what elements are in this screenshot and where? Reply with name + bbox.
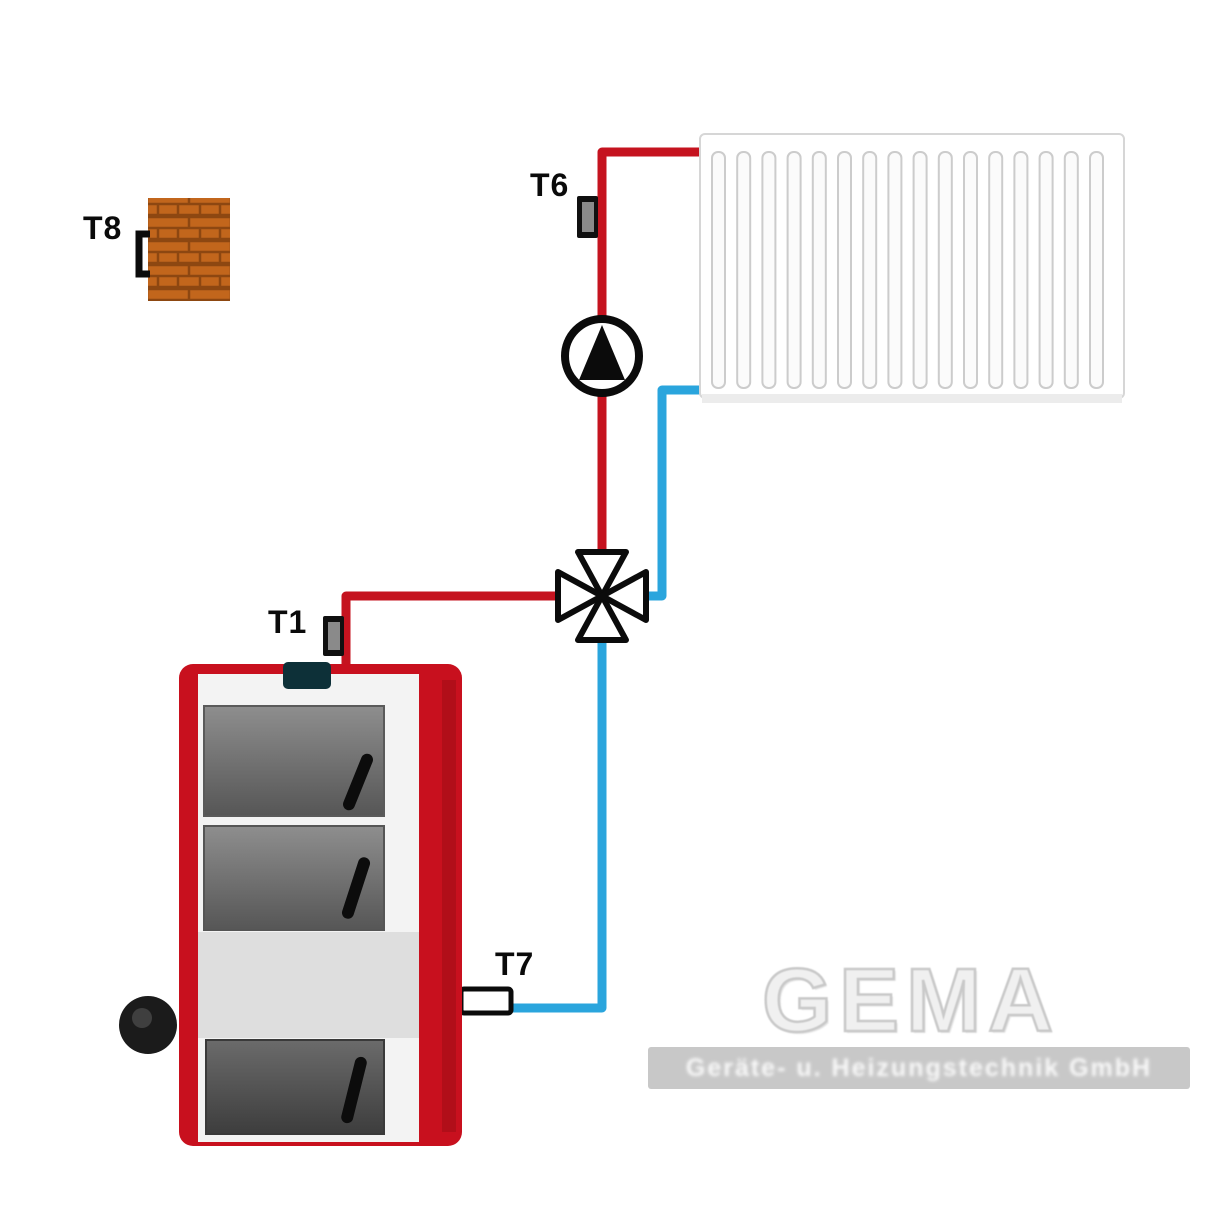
valve-port-right: [599, 569, 649, 623]
label-sensor-t6: T6: [530, 167, 570, 203]
sensor-t7-icon: [458, 986, 514, 1016]
radiator-fin: [937, 151, 953, 389]
watermark-subtitle-text: Geräte- u. Heizungstechnik GmbH: [685, 1053, 1153, 1082]
sensor-t1-icon: [323, 616, 344, 656]
radiator-fin: [1089, 151, 1104, 389]
valve-port-left: [555, 569, 605, 623]
radiator-fin: [988, 151, 1004, 389]
radiator-base: [702, 394, 1122, 403]
radiator: [699, 133, 1125, 403]
pump-impeller-triangle: [579, 325, 625, 380]
boiler-ash-knob-highlight: [132, 1008, 152, 1028]
radiator-fin: [1063, 151, 1079, 389]
radiator-fin: [811, 151, 827, 389]
boiler-upper-door-handle: [343, 753, 373, 811]
boiler: [119, 662, 462, 1146]
valve-port-bottom: [575, 593, 629, 643]
radiator-fin: [887, 151, 903, 389]
radiator-fin: [736, 151, 752, 389]
sensor-t8-clamp-icon: [135, 230, 150, 278]
label-sensor-t8: T8: [83, 210, 123, 246]
boiler-bottom-door-handle: [341, 1056, 367, 1124]
radiator-fin: [761, 151, 777, 389]
circulation-pump-icon: [561, 315, 643, 397]
boiler-flue-cap: [283, 662, 331, 689]
boiler-side-shade: [442, 680, 456, 1132]
supply-pipe-radiator-to-pump: [597, 147, 704, 356]
boiler-lower-band: [198, 932, 419, 1038]
radiator-fin: [837, 151, 852, 389]
watermark-subtitle-bar: Geräte- u. Heizungstechnik GmbH: [648, 1047, 1190, 1089]
chimney: [135, 198, 230, 301]
boiler-middle-door-handle: [341, 857, 371, 919]
four-way-valve-icon: [555, 549, 649, 643]
radiator-fin: [862, 151, 878, 389]
radiator-fin: [1013, 151, 1029, 389]
label-sensor-t7: T7: [495, 946, 535, 982]
radiator-fin: [963, 151, 978, 389]
radiator-fins: [711, 151, 1104, 389]
watermark-gema-logo: GEMA: [761, 950, 1060, 1053]
chimney-body: [148, 198, 230, 301]
radiator-fin: [786, 151, 802, 389]
supply-pipe-valve-to-boiler: [341, 591, 602, 678]
radiator-fin: [912, 151, 928, 389]
sensor-t6-icon: [577, 196, 598, 238]
radiator-fin: [711, 151, 726, 389]
label-sensor-t1: T1: [268, 604, 308, 640]
radiator-fin: [1038, 151, 1054, 389]
valve-port-top: [575, 549, 629, 599]
